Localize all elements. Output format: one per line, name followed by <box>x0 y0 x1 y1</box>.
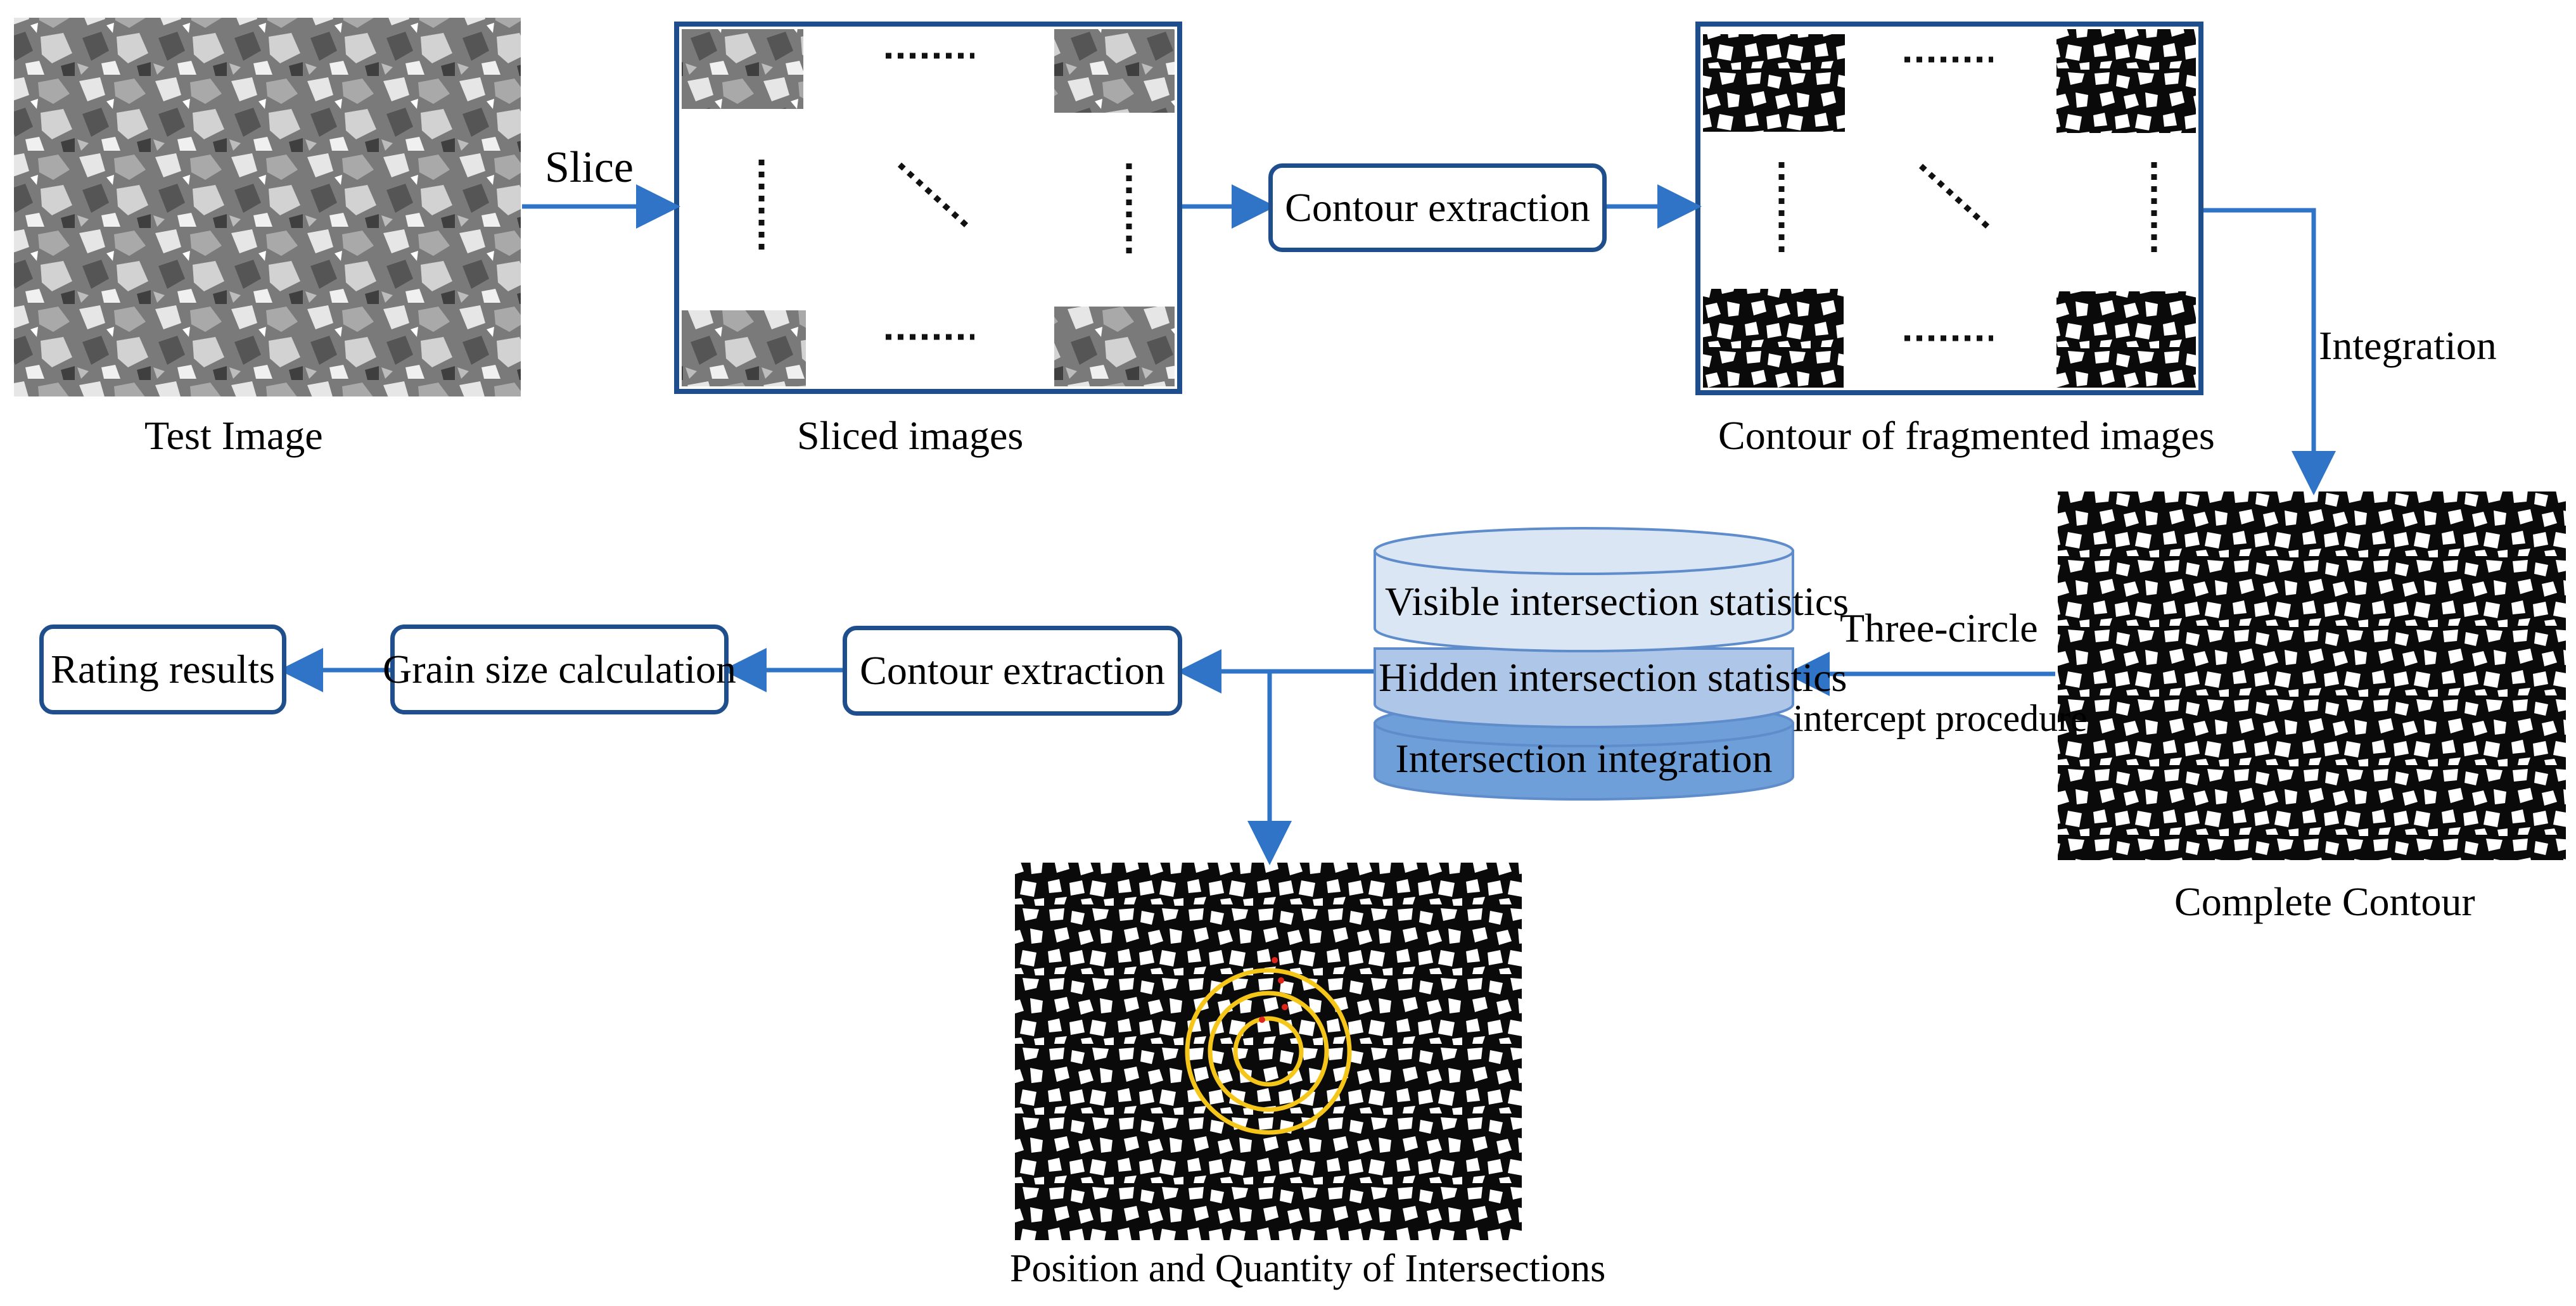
contour-extraction-box-bottom: Contour extraction <box>843 626 1182 716</box>
db-layer2-text: Hidden intersection statistics <box>1379 655 1847 700</box>
rating-results-box: Rating results <box>39 624 286 714</box>
slice-tile-tr <box>1054 29 1175 113</box>
slice-edge-label: Slice <box>545 143 634 192</box>
test-image-label: Test Image <box>144 413 323 458</box>
fragment-tile-br <box>2056 291 2196 388</box>
db-layer-2 <box>1374 647 1794 728</box>
fragmented-contours-label: Contour of fragmented images <box>1718 413 2215 458</box>
complete-contour-image <box>2058 491 2566 860</box>
grain-size-text: Grain size calculation <box>383 647 736 692</box>
sliced-images-label: Sliced images <box>797 413 1024 458</box>
fragment-tile-tr <box>2056 29 2196 133</box>
slice-tile-bl <box>682 310 806 386</box>
contour-extraction-top-text: Contour extraction <box>1285 185 1590 230</box>
fragment-tile-tl <box>1703 34 1845 132</box>
fragment-ellipsis-dots <box>1778 56 2157 341</box>
db-layer-1 <box>1374 550 1794 652</box>
three-circle-label-2: intercept procedure <box>1793 697 2088 739</box>
complete-contour-label: Complete Contour <box>2174 879 2475 924</box>
statistics-database <box>1374 527 1794 801</box>
integration-edge-label: Integration <box>2319 323 2497 368</box>
intersections-image <box>1015 863 1522 1240</box>
slice-ellipsis-dots <box>758 53 1132 340</box>
db-layer1-text: Visible intersection statistics <box>1385 579 1849 624</box>
contour-extraction-bottom-text: Contour extraction <box>860 648 1165 693</box>
three-circle-label-1: Three-circle <box>1840 605 2038 650</box>
intersection-markers <box>1259 957 1288 1023</box>
db-layer3-text: Intersection integration <box>1395 736 1773 781</box>
db-top <box>1374 527 1794 575</box>
slice-tile-tl <box>682 29 803 109</box>
intersections-label: Position and Quantity of Intersections <box>1010 1247 1606 1290</box>
arrow-integration <box>2203 208 2336 495</box>
contour-extraction-box-top: Contour extraction <box>1268 163 1607 252</box>
slice-tile-br <box>1054 307 1175 386</box>
test-image <box>14 18 521 396</box>
fragment-tile-bl <box>1703 289 1844 388</box>
grain-size-box: Grain size calculation <box>383 624 736 714</box>
flow-arrows <box>279 184 2336 865</box>
rating-results-text: Rating results <box>51 647 275 692</box>
three-circle-overlay <box>1185 968 1352 1135</box>
